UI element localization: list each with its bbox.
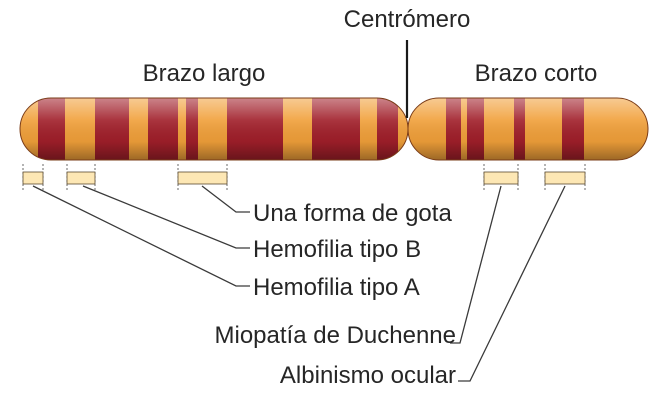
- gene-marker-ocular-albinism: [544, 164, 586, 190]
- leader-line-hemophilia-a: [32, 185, 250, 287]
- gene-marker-duchenne: [483, 164, 519, 190]
- long-arm-chromatid: [19, 97, 409, 161]
- leader-line-gout: [201, 185, 250, 213]
- leader-line-hemophilia-b: [82, 185, 250, 249]
- short-arm-chromatid: [407, 97, 649, 161]
- ocular-albinism-label: Albinismo ocular: [280, 362, 456, 389]
- gene-marker-hemophilia-a: [22, 164, 44, 190]
- hemophilia-b-label: Hemofilia tipo B: [253, 236, 421, 263]
- leader-line-ocular-albinism: [458, 185, 566, 382]
- short-arm-bands: [408, 98, 648, 160]
- gene-marker-gout: [177, 164, 228, 190]
- long-arm-label: Brazo largo: [143, 60, 266, 87]
- short-arm-label: Brazo corto: [475, 60, 598, 87]
- long-arm-bands: [20, 98, 408, 160]
- leader-line-duchenne: [450, 185, 502, 344]
- centromere-label: Centrómero: [344, 6, 471, 33]
- gout-label: Una forma de gota: [253, 200, 452, 227]
- gene-marker-hemophilia-b: [66, 164, 96, 190]
- duchenne-label: Miopatía de Duchenne: [215, 322, 457, 349]
- hemophilia-a-label: Hemofilia tipo A: [253, 274, 420, 301]
